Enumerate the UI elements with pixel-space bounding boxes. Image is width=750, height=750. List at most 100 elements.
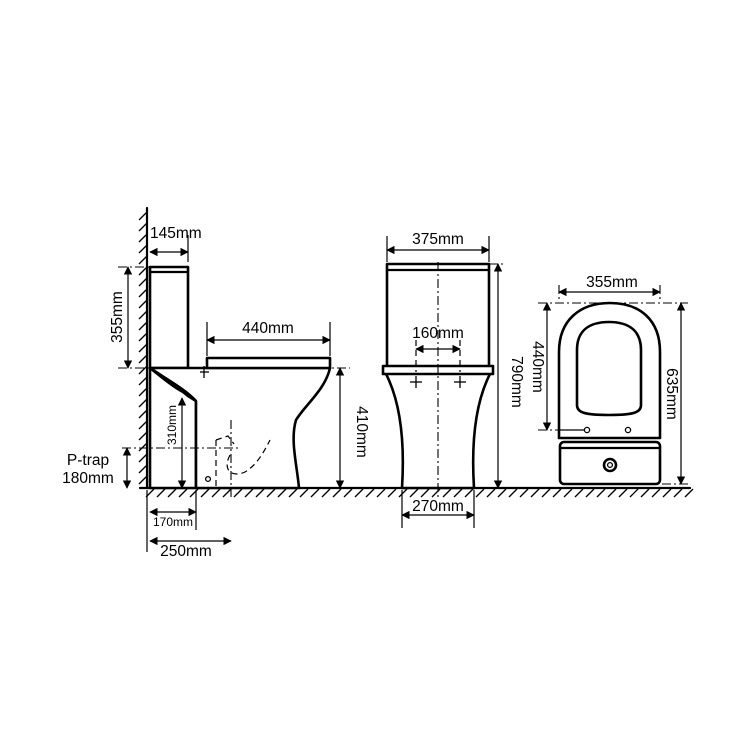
hatch-line: [211, 488, 221, 498]
hatch-line: [398, 488, 408, 498]
hatch-line: [387, 488, 397, 498]
hatch-line: [310, 488, 320, 498]
label-cistern-height: 355mm: [109, 291, 126, 343]
label-seat-width: 355mm: [586, 274, 638, 291]
hatch-line: [376, 488, 386, 498]
hatch-line: [138, 288, 148, 298]
hatch-line: [585, 488, 595, 498]
top-outlet: [602, 457, 618, 473]
side-view: [148, 265, 332, 500]
hatch-line: [332, 488, 342, 498]
hatch-line: [189, 488, 199, 498]
label-top-seat-length: 440mm: [529, 341, 546, 393]
hatch-line: [420, 488, 430, 498]
hatch-line: [138, 255, 148, 265]
side-cistern: [148, 265, 190, 370]
hatch-line: [530, 488, 540, 498]
hatch-line: [475, 488, 485, 498]
label-fixing-spacing: 160mm: [412, 325, 464, 342]
hatch-line: [321, 488, 331, 498]
hatch-line: [138, 420, 148, 430]
hatch-line: [138, 464, 148, 474]
hatch-line: [464, 488, 474, 498]
label-base-width: 270mm: [412, 498, 464, 515]
hatch-line: [138, 222, 148, 232]
label-wall-to-outlet: 250mm: [160, 543, 212, 560]
hatch-line: [266, 488, 276, 498]
hatch-line: [640, 488, 650, 498]
hatch-line: [138, 277, 148, 287]
hatch-line: [299, 488, 309, 498]
hatch-line: [138, 398, 148, 408]
label-seat-length: 440mm: [242, 320, 294, 337]
hatch-line: [138, 266, 148, 276]
front-view: [381, 262, 495, 500]
hatch-line: [156, 488, 166, 498]
hatch-line: [138, 310, 148, 320]
hatch-line: [138, 387, 148, 397]
hatch-line: [138, 354, 148, 364]
trap-outline: [215, 435, 271, 488]
hatch-line: [244, 488, 254, 498]
floor-hatching: [145, 488, 694, 498]
hatch-line: [138, 321, 148, 331]
wall: [138, 206, 149, 490]
hatch-line: [178, 488, 188, 498]
label-total-height: 790mm: [508, 356, 525, 408]
hatch-line: [138, 365, 148, 375]
hatch-line: [563, 488, 573, 498]
hatch-line: [138, 233, 148, 243]
hatch-line: [651, 488, 661, 498]
hatch-line: [497, 488, 507, 498]
hatch-line: [431, 488, 441, 498]
wall-hatching: [138, 211, 148, 485]
hatch-line: [222, 488, 232, 498]
hatch-line: [200, 488, 210, 498]
label-cistern-depth: 145mm: [150, 225, 202, 242]
hatch-line: [629, 488, 639, 498]
hatch-line: [541, 488, 551, 498]
hatch-line: [255, 488, 265, 498]
hatch-line: [138, 332, 148, 342]
hatch-line: [138, 442, 148, 452]
label-ptrap: P-trap: [67, 452, 109, 469]
hatch-line: [138, 244, 148, 254]
front-pedestal: [383, 370, 493, 490]
label-cistern-width: 375mm: [412, 231, 464, 248]
hatch-line: [596, 488, 606, 498]
hatch-line: [138, 343, 148, 353]
hatch-line: [662, 488, 672, 498]
hatch-line: [442, 488, 452, 498]
hatch-line: [138, 431, 148, 441]
hatch-line: [673, 488, 683, 498]
hatch-line: [138, 211, 148, 221]
hatch-line: [574, 488, 584, 498]
hatch-line: [167, 488, 177, 498]
label-total-depth: 635mm: [663, 368, 680, 420]
label-bowl-height: 410mm: [353, 406, 370, 458]
hatch-line: [607, 488, 617, 498]
floor: [138, 486, 694, 498]
dimension-labels: 145mm 355mm 440mm 310mm 410mm P-trap 180…: [62, 225, 680, 560]
label-inlet-height: 310mm: [165, 405, 179, 445]
hatch-line: [138, 453, 148, 463]
hatch-line: [453, 488, 463, 498]
hatch-line: [618, 488, 628, 498]
hatch-line: [138, 409, 148, 419]
hatch-line: [138, 475, 148, 485]
hatch-line: [288, 488, 298, 498]
hatch-line: [684, 488, 694, 498]
floor-fixing: [204, 475, 212, 483]
hatch-line: [354, 488, 364, 498]
hatch-line: [519, 488, 529, 498]
top-fixing-left: [583, 426, 591, 434]
hatch-line: [138, 299, 148, 309]
label-ptrap-height: 180mm: [62, 470, 114, 487]
hatch-line: [138, 376, 148, 386]
hatch-line: [508, 488, 518, 498]
hatch-line: [233, 488, 243, 498]
label-wall-to-foot: 170mm: [153, 515, 193, 529]
side-seat: [205, 356, 332, 370]
hatch-line: [552, 488, 562, 498]
